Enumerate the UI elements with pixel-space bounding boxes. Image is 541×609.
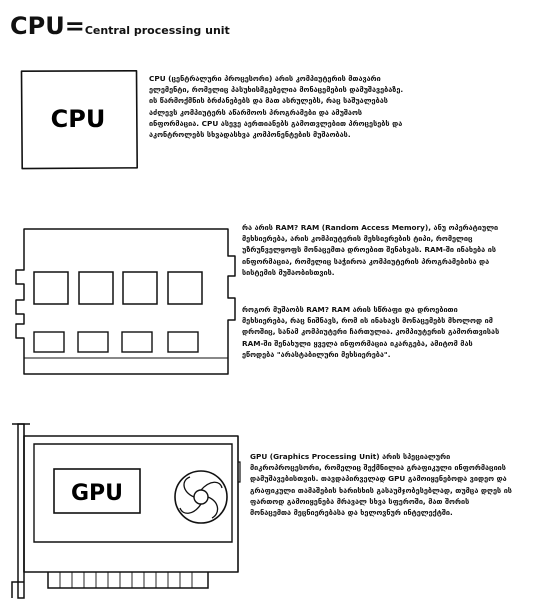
gpu-card-sketch: GPU bbox=[11, 423, 241, 599]
gpu-description: GPU (Graphics Processing Unit) არის სპეც… bbox=[250, 452, 512, 518]
ram-module-sketch bbox=[15, 228, 236, 375]
fan-icon bbox=[174, 470, 228, 524]
ram-chip bbox=[78, 271, 114, 305]
page-title-sub: Central processing unit bbox=[84, 24, 230, 37]
cpu-description: CPU (ცენტრალური პროცესორი) არის კომპიუტე… bbox=[149, 74, 404, 140]
cpu-chip-label: CPU bbox=[51, 105, 106, 133]
ram-chip bbox=[33, 271, 69, 305]
ram-chip bbox=[167, 271, 203, 305]
gpu-chip-label: GPU bbox=[71, 481, 123, 506]
ram-description-1: რა არის RAM? RAM (Random Access Memory),… bbox=[242, 223, 499, 277]
page-title-main: CPU= bbox=[10, 12, 85, 40]
gpu-chip-box bbox=[53, 468, 141, 514]
ram-description-2: როგორ მუშაობს RAM? RAM არის სწრაფი და დრ… bbox=[242, 305, 500, 359]
page-title: CPU=Central processing unit bbox=[10, 14, 230, 38]
ram-chip bbox=[122, 271, 158, 305]
cpu-chip-sketch: CPU bbox=[20, 70, 138, 170]
